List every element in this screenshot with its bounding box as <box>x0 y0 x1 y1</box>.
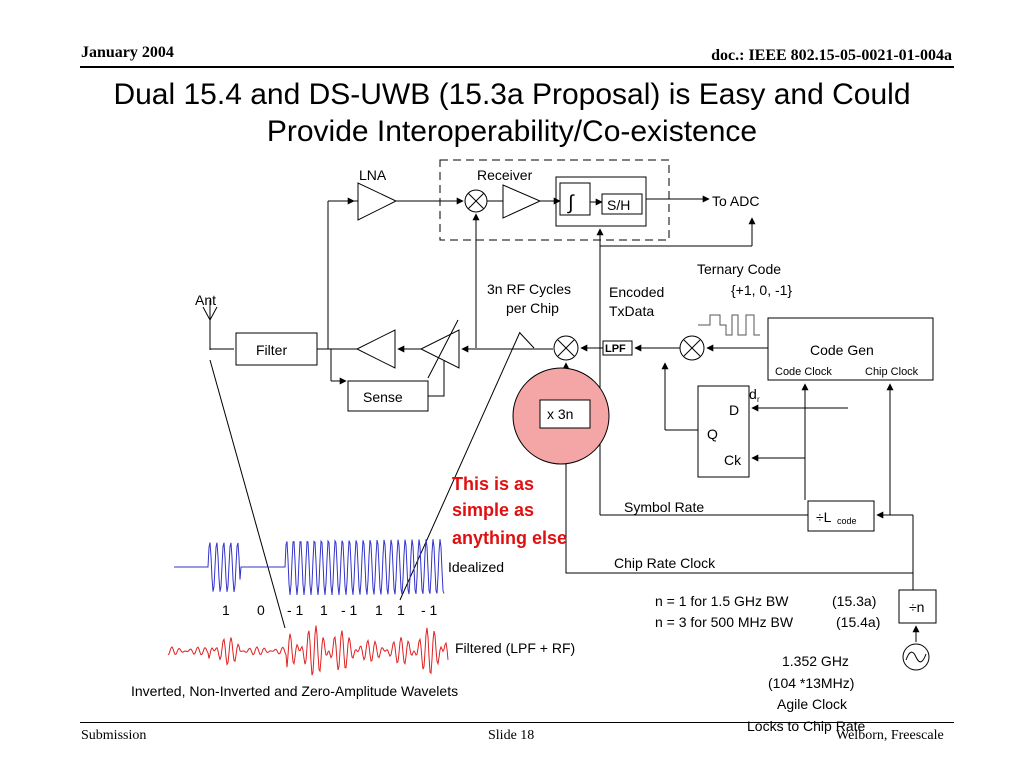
lpf-label: LPF <box>605 343 626 355</box>
antenna-label: Ant <box>195 292 216 308</box>
code-gen-block <box>767 317 934 381</box>
rf-cycles-label-1: 3n RF Cycles <box>487 281 571 297</box>
ternary-label-2: {+1, 0, -1} <box>731 282 792 298</box>
code-clock-label: Code Clock <box>775 366 832 378</box>
ff-ck-label: Ck <box>724 452 742 468</box>
bit-label: - 1 <box>341 602 358 618</box>
integrator-symbol: ∫ <box>567 192 575 214</box>
bit-label: 1 <box>222 602 230 618</box>
rf-cycles-label-2: per Chip <box>506 300 559 316</box>
bit-label: - 1 <box>421 602 438 618</box>
bit-label: - 1 <box>287 602 304 618</box>
callout-line-3: anything else <box>452 528 567 548</box>
chip-rate-clock-label: Chip Rate Clock <box>614 555 716 571</box>
code-gen-label: Code Gen <box>810 342 874 358</box>
bit-label: 1 <box>375 602 383 618</box>
title-line-2: Provide Interoperability/Co-existence <box>266 115 758 148</box>
idealized-label: Idealized <box>448 559 504 575</box>
sample-hold-label: S/H <box>607 197 630 213</box>
tx-variable-amplifier <box>419 329 460 369</box>
encoded-label-1: Encoded <box>609 284 664 300</box>
receiver-amplifier <box>502 184 542 219</box>
osc-label-1: 1.352 GHz <box>782 653 849 669</box>
footer-right: Welborn, Freescale <box>836 728 944 743</box>
ff-q-label: Q <box>707 426 718 442</box>
slide-title: Dual 15.4 and DS-UWB (15.3a Proposal) is… <box>0 76 1024 150</box>
sense-label: Sense <box>363 389 403 405</box>
idealized-waveform <box>174 538 445 596</box>
oscillator <box>902 643 930 671</box>
lna-label: LNA <box>359 167 387 183</box>
encoded-label-2: TxData <box>609 303 654 319</box>
to-adc-label: To ADC <box>712 193 759 209</box>
header-date: January 2004 <box>81 44 174 61</box>
symbol-rate-label: Symbol Rate <box>624 499 704 515</box>
callout-line-1: This is as <box>452 474 534 494</box>
footer-center: Slide 18 <box>488 728 535 743</box>
header-doc-id: doc.: IEEE 802.15-05-0021-01-004a <box>711 47 952 64</box>
wavelets-caption: Inverted, Non-Inverted and Zero-Amplitud… <box>131 683 458 699</box>
divide-l-subscript: code <box>837 516 857 526</box>
ff-d-label: D <box>729 402 739 418</box>
tx-amplifier <box>355 329 396 369</box>
n1-label: n = 1 for 1.5 GHz BW <box>655 593 789 609</box>
flip-flop-block <box>697 385 750 478</box>
tx-mixer <box>553 335 579 361</box>
divide-l-block <box>807 500 875 532</box>
receiver-boundary <box>439 159 670 241</box>
dr-label: d <box>749 386 757 402</box>
title-line-1: Dual 15.4 and DS-UWB (15.3a Proposal) is… <box>113 78 911 111</box>
filter-label: Filter <box>256 342 287 358</box>
header-rule <box>80 66 954 68</box>
dr-subscript: r <box>757 395 760 404</box>
x3n-label: x 3n <box>547 406 573 422</box>
bit-label: 1 <box>397 602 405 618</box>
osc-label-2: (104 *13MHz) <box>768 675 854 691</box>
integrator-block <box>559 182 591 216</box>
x3n-block <box>539 399 591 429</box>
chip-clock-label: Chip Clock <box>865 366 919 378</box>
divide-n-label: ÷n <box>909 599 924 615</box>
bit-label: 1 <box>320 602 328 618</box>
footer-rule <box>80 722 954 723</box>
ternary-label-1: Ternary Code <box>697 261 781 277</box>
callout-line-2: simple as <box>452 500 534 520</box>
bit-label: 0 <box>257 602 265 618</box>
filtered-label: Filtered (LPF + RF) <box>455 640 575 656</box>
n3-std-label: (15.4a) <box>836 614 880 630</box>
n1-std-label: (15.3a) <box>832 593 876 609</box>
footer-left: Submission <box>81 728 147 743</box>
filtered-waveform <box>167 625 449 676</box>
osc-label-3: Agile Clock <box>777 696 848 712</box>
divide-n-block <box>898 589 937 624</box>
lna-amplifier <box>357 182 398 221</box>
n3-label: n = 3 for 500 MHz BW <box>655 614 794 630</box>
receiver-label: Receiver <box>477 167 533 183</box>
divide-l-label: ÷L <box>816 509 832 525</box>
